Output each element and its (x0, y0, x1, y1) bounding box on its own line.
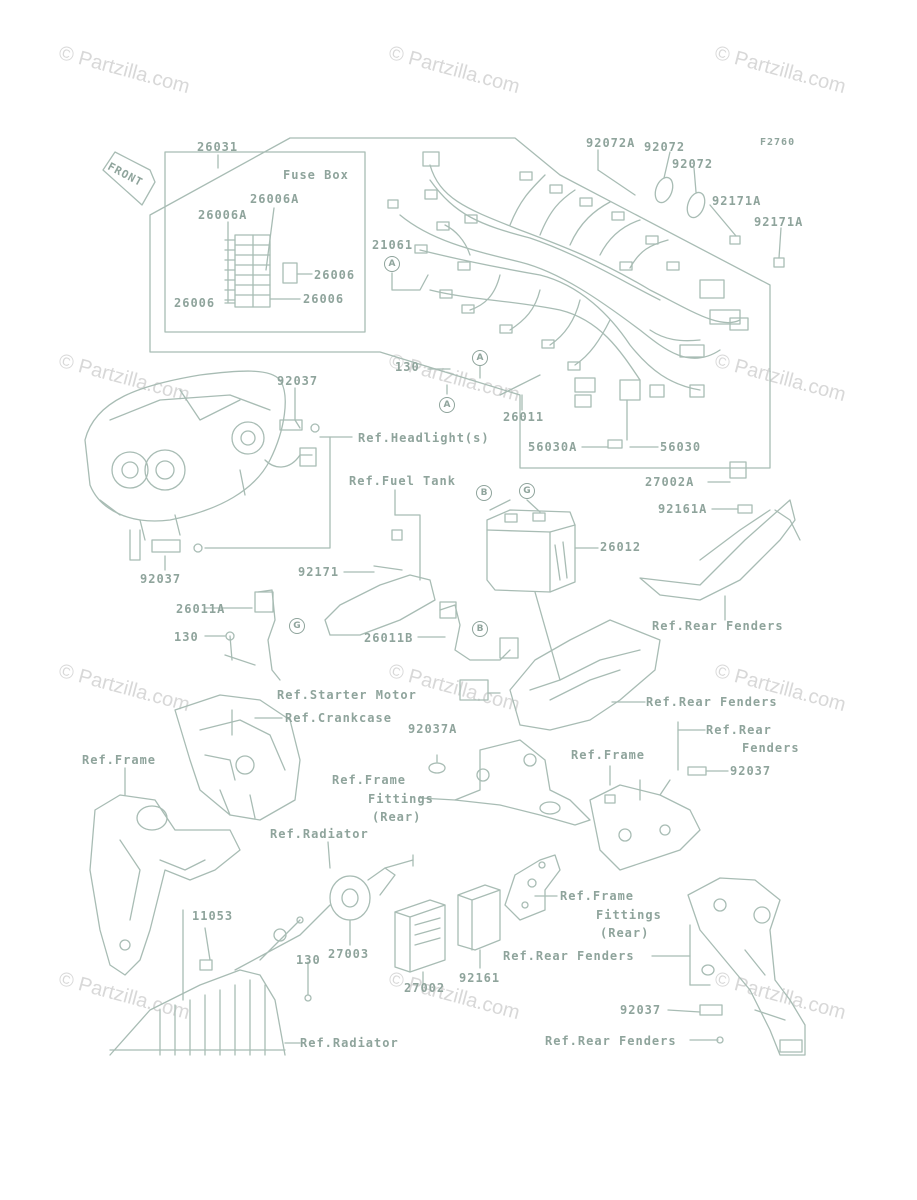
connector-ref-a: A (439, 397, 455, 413)
headlight-assembly (84, 370, 317, 561)
rear-fender-lower (687, 877, 806, 1056)
part-92037: 92037 (277, 374, 319, 388)
fuse-box-title: Fuse Box (283, 168, 349, 182)
fuse-box-frame (164, 151, 366, 333)
frame-fitting-rear-1 (454, 739, 591, 826)
connector-ref-b: B (472, 621, 488, 637)
part-26012: 26012 (600, 540, 642, 554)
ref-fuel-tank: Ref.Fuel Tank (349, 474, 456, 488)
part-26006: 26006 (303, 292, 345, 306)
part-27002: 27002 (404, 981, 446, 995)
ref-rear-fenders: Fenders (742, 741, 800, 755)
figure-code: F2760 (760, 137, 796, 148)
ref-frame: Ref.Frame (571, 748, 646, 762)
ref-rear-fenders: Ref.Rear Fenders (646, 695, 778, 709)
part-11053: 11053 (192, 909, 234, 923)
connector-ref-b: B (476, 485, 492, 501)
part-92171: 92171 (298, 565, 340, 579)
ref-rear-fenders: Ref.Rear (706, 723, 772, 737)
part-130: 130 (296, 953, 321, 967)
radiator (109, 969, 286, 1056)
connector-ref-a: A (384, 256, 400, 272)
relay-unit-27002 (394, 899, 446, 973)
ref-frame: Ref.Frame (82, 753, 157, 767)
ref-frame-fittings: (Rear) (372, 810, 422, 824)
part-26011A: 26011A (176, 602, 226, 616)
part-130: 130 (174, 630, 199, 644)
part-130: 130 (395, 360, 420, 374)
crankcase (174, 694, 301, 821)
connector-ref-g: G (519, 483, 535, 499)
ref-radiator: Ref.Radiator (270, 827, 369, 841)
part-92037: 92037 (620, 1003, 662, 1017)
horn (329, 867, 396, 921)
part-92171A: 92171A (712, 194, 762, 208)
part-92037: 92037 (140, 572, 182, 586)
part-26011B: 26011B (364, 631, 414, 645)
ref-radiator: Ref.Radiator (300, 1036, 399, 1050)
harness-connectors (387, 151, 749, 408)
part-26011: 26011 (503, 410, 545, 424)
battery-tray (459, 619, 661, 731)
part-92037A: 92037A (408, 722, 458, 736)
part-26031: 26031 (197, 140, 239, 154)
part-92072A: 92072A (586, 136, 636, 150)
frame-section-right (589, 779, 701, 871)
ref-frame-fittings: Fittings (596, 908, 662, 922)
part-92037: 92037 (730, 764, 772, 778)
part-26006A: 26006A (250, 192, 300, 206)
part-26006: 26006 (314, 268, 356, 282)
part-92171A: 92171A (754, 215, 804, 229)
part-27003: 27003 (328, 947, 370, 961)
part-26006: 26006 (174, 296, 216, 310)
ref-rear-fenders: Ref.Rear Fenders (545, 1034, 677, 1048)
ref-rear-fenders: Ref.Rear Fenders (503, 949, 635, 963)
ref-frame-fittings: Ref.Frame (560, 889, 635, 903)
part-92161A: 92161A (658, 502, 708, 516)
ref-frame-fittings: (Rear) (600, 926, 650, 940)
ref-rear-fenders: Ref.Rear Fenders (652, 619, 784, 633)
part-92072: 92072 (644, 140, 686, 154)
front-arrow (102, 151, 156, 206)
part-26006A: 26006A (198, 208, 248, 222)
part-21061: 21061 (372, 238, 414, 252)
wiring-harness (399, 164, 741, 391)
fuse-block (224, 234, 298, 308)
battery (486, 499, 576, 593)
connector-ref-g: G (289, 618, 305, 634)
rear-fender-upper (639, 461, 801, 601)
frame-fitting-rear-2 (504, 854, 561, 921)
damper-92161 (457, 884, 501, 951)
ref-headlight: Ref.Headlight(s) (358, 431, 490, 445)
part-92161: 92161 (459, 971, 501, 985)
ref-starter-motor: Ref.Starter Motor (277, 688, 417, 702)
main-frame (89, 794, 241, 976)
part-27002A: 27002A (645, 475, 695, 489)
harness-outline (149, 137, 771, 469)
part-56030: 56030 (660, 440, 702, 454)
ref-crankcase: Ref.Crankcase (285, 711, 392, 725)
ref-frame-fittings: Ref.Frame (332, 773, 407, 787)
part-92072: 92072 (672, 157, 714, 171)
part-56030A: 56030A (528, 440, 578, 454)
connector-ref-a: A (472, 350, 488, 366)
ref-frame-fittings: Fittings (368, 792, 434, 806)
